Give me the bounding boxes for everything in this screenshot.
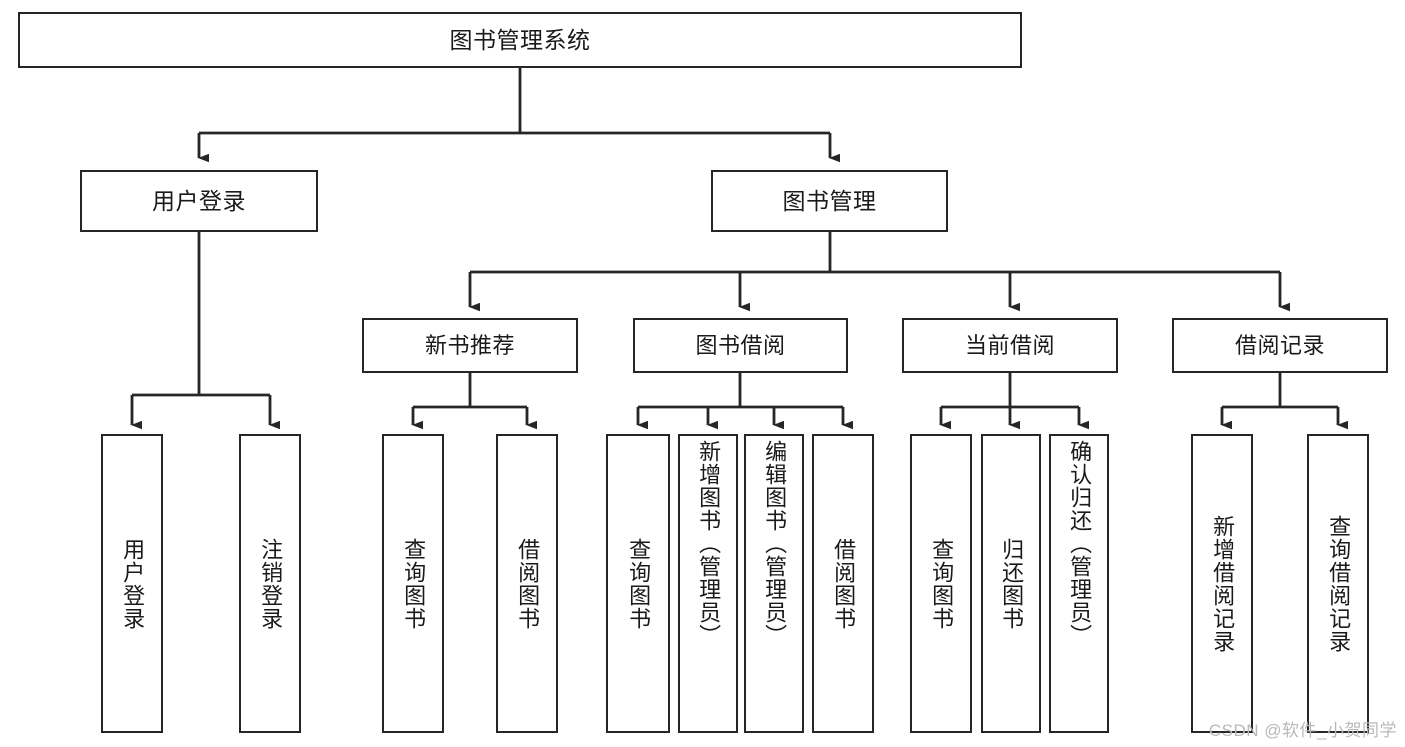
leaf-record-query-record[interactable]: 查询借阅记录 xyxy=(1307,434,1369,733)
leaf-borrow-add-book[interactable]: 新增图书（管理员） xyxy=(678,434,738,733)
node-label: 注销登录 xyxy=(258,537,284,630)
csdn-watermark: CSDN @软件_小贺同学 xyxy=(1208,721,1397,740)
node-current-borrow[interactable]: 当前借阅 xyxy=(902,318,1118,373)
node-label: 图书管理 xyxy=(782,187,877,214)
node-book-management[interactable]: 图书管理 xyxy=(711,170,948,232)
leaf-borrow-edit-book[interactable]: 编辑图书（管理员） xyxy=(744,434,804,733)
node-book-borrow[interactable]: 图书借阅 xyxy=(633,318,848,373)
node-label: 查询图书 xyxy=(929,537,955,630)
node-new-book-recommend[interactable]: 新书推荐 xyxy=(362,318,578,373)
node-label: 归还图书 xyxy=(999,537,1025,630)
node-label: 查询借阅记录 xyxy=(1326,514,1352,653)
node-label: 图书管理系统 xyxy=(449,26,591,53)
node-label: 查询图书 xyxy=(626,537,652,630)
leaf-user-login-logout[interactable]: 注销登录 xyxy=(239,434,301,733)
node-label: 当前借阅 xyxy=(964,332,1055,358)
node-label: 图书借阅 xyxy=(695,332,786,358)
node-root-system[interactable]: 图书管理系统 xyxy=(18,12,1022,68)
node-user-login[interactable]: 用户登录 xyxy=(80,170,318,232)
node-label: 借阅图书 xyxy=(831,537,857,630)
leaf-current-query-book[interactable]: 查询图书 xyxy=(910,434,972,733)
node-label: 新增图书（管理员） xyxy=(696,440,722,647)
leaf-current-return-book[interactable]: 归还图书 xyxy=(981,434,1041,733)
node-label: 用户登录 xyxy=(152,187,246,214)
leaf-user-login-login[interactable]: 用户登录 xyxy=(101,434,163,733)
leaf-borrow-query-book[interactable]: 查询图书 xyxy=(606,434,670,733)
node-label: 新增借阅记录 xyxy=(1210,514,1236,653)
node-label: 确认归还（管理员） xyxy=(1067,440,1093,647)
leaf-record-add-record[interactable]: 新增借阅记录 xyxy=(1191,434,1253,733)
leaf-current-confirm-return[interactable]: 确认归还（管理员） xyxy=(1049,434,1109,733)
node-label: 查询图书 xyxy=(401,537,427,630)
node-label: 新书推荐 xyxy=(424,332,515,358)
leaf-recommend-borrow-book[interactable]: 借阅图书 xyxy=(496,434,558,733)
node-label: 借阅记录 xyxy=(1234,332,1325,358)
node-label: 编辑图书（管理员） xyxy=(762,440,788,647)
node-borrow-record[interactable]: 借阅记录 xyxy=(1172,318,1388,373)
node-label: 用户登录 xyxy=(120,537,146,630)
node-label: 借阅图书 xyxy=(515,537,541,630)
leaf-borrow-borrow-book[interactable]: 借阅图书 xyxy=(812,434,874,733)
leaf-recommend-query-book[interactable]: 查询图书 xyxy=(382,434,444,733)
